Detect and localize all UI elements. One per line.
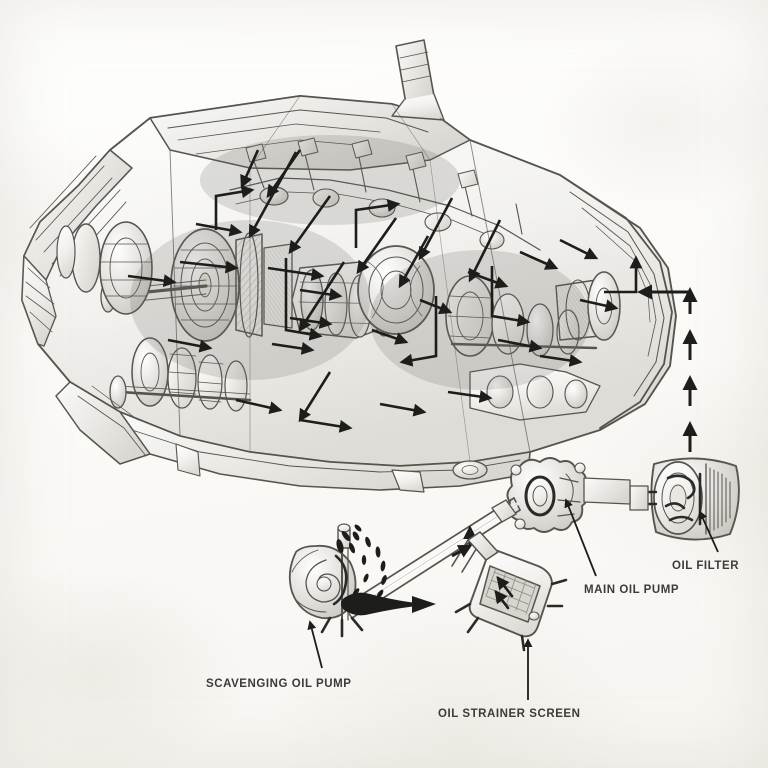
label-oil-strainer-screen: OIL STRAINER SCREEN [438,708,581,720]
leader-oil-filter [698,510,719,553]
leader-scavenging-oil-pump [307,620,323,669]
oil-spray-burst [336,524,387,608]
label-main-oil-pump: MAIN OIL PUMP [584,584,680,596]
leader-main-oil-pump [564,498,597,577]
label-oil-filter: OIL FILTER [672,560,740,572]
label-scavenging-oil-pump: SCAVENGING OIL PUMP [206,678,352,690]
oil-outflow-arrow [341,592,436,616]
